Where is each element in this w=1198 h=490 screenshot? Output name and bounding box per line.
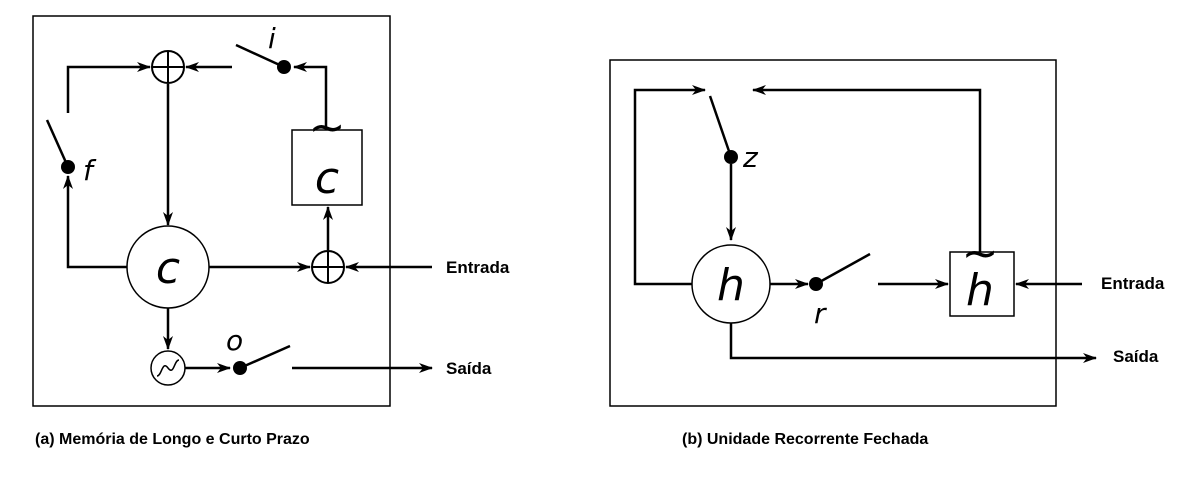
- gru-update-switch-blade: [708, 95, 733, 158]
- gru-hidden-loop-arrow: [633, 85, 706, 286]
- lstm-forget-switch-blade: [45, 119, 70, 168]
- gru-candidate-label: h: [966, 265, 994, 316]
- gru-candidate-box: ~ h: [949, 228, 1015, 317]
- lstm-candidate-label: c: [315, 153, 339, 204]
- lstm-output-switch-blade: [239, 344, 291, 370]
- gru-hidden-label: h: [717, 260, 745, 311]
- lstm-frame: [32, 15, 391, 407]
- lstm-candidate-to-input-arrow: [293, 62, 328, 130]
- gru-diagram: z h r ~ h Entrada Saída (b) Unidade Reco…: [609, 59, 1165, 448]
- tanh-activation-node: [150, 350, 186, 386]
- lstm-caption: (a) Memória de Longo e Curto Prazo: [35, 431, 310, 448]
- gru-output-arrow: [729, 323, 1097, 363]
- lstm-sum-top-node: [151, 50, 185, 84]
- lstm-candidate-tilde: ~: [309, 102, 346, 153]
- lstm-cell-label: c: [156, 243, 180, 294]
- lstm-forget-switch-pivot: [61, 160, 75, 174]
- lstm-output-label: Saída: [446, 359, 492, 378]
- lstm-diagram: f i ~ c Entrada c: [32, 15, 510, 448]
- lstm-cell-node: c: [126, 225, 210, 309]
- gru-output-label: Saída: [1113, 347, 1159, 366]
- gru-input-label: Entrada: [1101, 274, 1165, 293]
- gru-frame: [609, 59, 1057, 407]
- gru-hidden-node: h: [691, 244, 771, 324]
- lstm-gate-f-label: f: [83, 154, 97, 187]
- gru-caption: (b) Unidade Recorrente Fechada: [682, 431, 928, 448]
- gru-update-switch-pivot: [724, 150, 738, 164]
- gru-candidate-to-update-arrow: [752, 85, 982, 252]
- gru-reset-switch-pivot: [809, 277, 823, 291]
- lstm-cell-to-forget-arrow: [63, 175, 128, 269]
- gru-gate-z-label: z: [742, 141, 759, 174]
- lstm-input-switch-pivot: [277, 60, 291, 74]
- lstm-candidate-box: ~ c: [291, 102, 363, 206]
- lstm-input-label: Entrada: [446, 258, 510, 277]
- gru-reset-switch-blade: [815, 252, 871, 286]
- lstm-output-switch-pivot: [233, 361, 247, 375]
- lstm-gate-i-label: i: [268, 22, 276, 55]
- gru-gate-r-label: r: [814, 297, 827, 330]
- lstm-forget-to-sum-arrow: [66, 62, 151, 113]
- lstm-gate-o-label: o: [226, 324, 243, 357]
- lstm-input-switch-blade: [235, 43, 285, 69]
- lstm-sum-bottom-node: [311, 250, 345, 284]
- gru-candidate-tilde: ~: [962, 228, 999, 279]
